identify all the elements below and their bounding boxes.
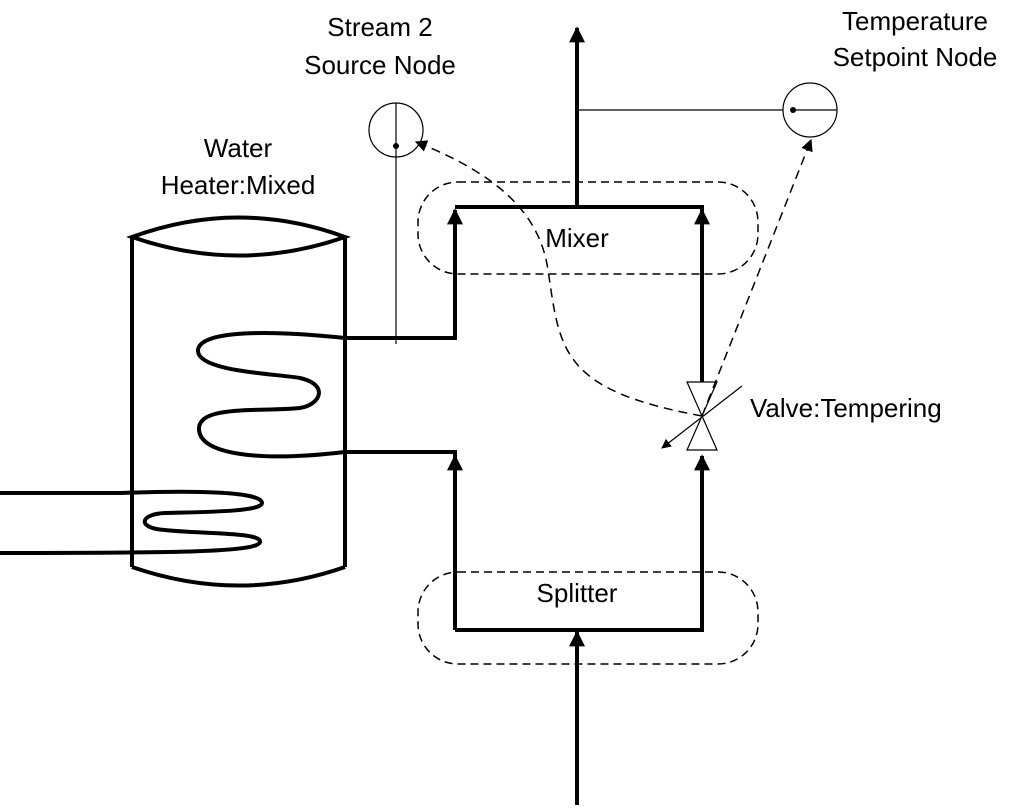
temp-setpoint-label-line2: Setpoint Node: [833, 42, 998, 72]
splitter-boundary: [417, 571, 759, 665]
control-line-to-stream2: [414, 140, 703, 417]
heater-inlet-pipe: [345, 450, 457, 630]
mixer-boundary: [417, 181, 759, 275]
water-heater-label-line2: Heater:Mixed: [161, 170, 316, 200]
heating-coil-upper: [196, 331, 346, 459]
temp-node-dot: [790, 107, 796, 113]
stream2-label-line1: Stream 2: [327, 12, 433, 42]
control-line-to-setpoint: [701, 138, 813, 417]
temp-setpoint-label-line1: Temperature: [842, 6, 988, 36]
mixer-label: Mixer: [545, 223, 609, 253]
heater-outlet-pipe: [345, 208, 463, 340]
water-heater-tank: [126, 215, 351, 588]
stream2-label-line2: Source Node: [304, 50, 456, 80]
valve-label: Valve:Tempering: [750, 393, 942, 423]
splitter-label: Splitter: [537, 578, 618, 608]
valve-adjust-line: [661, 385, 743, 449]
water-heater-label-line1: Water: [204, 133, 273, 163]
heating-coil-lower: [0, 489, 265, 555]
